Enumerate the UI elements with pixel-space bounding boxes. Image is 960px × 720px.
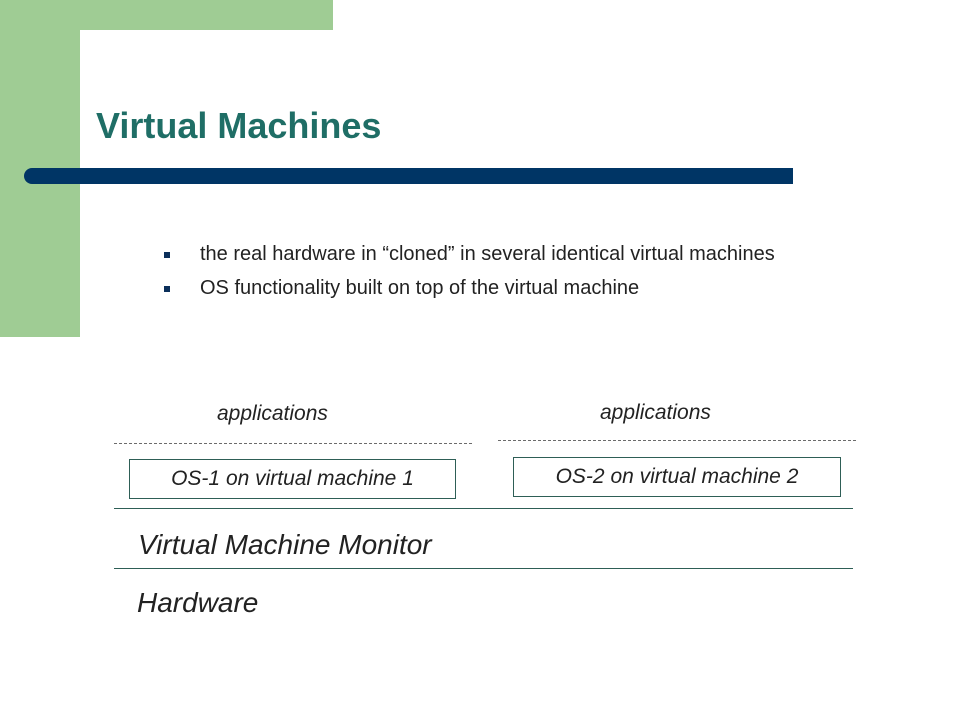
square-bullet-icon (164, 286, 170, 292)
hardware-label: Hardware (137, 587, 259, 618)
bullet-list: the real hardware in “cloned” in several… (160, 240, 880, 308)
vmm-label: Virtual Machine Monitor (138, 529, 432, 560)
bullet-item: OS functionality built on top of the vir… (160, 274, 880, 302)
bullet-text: OS functionality built on top of the vir… (200, 277, 640, 299)
content-corner (80, 30, 160, 110)
os1-box: OS-1 on virtual machine 1 (129, 459, 456, 499)
hardware-top-line (114, 568, 853, 569)
right-applications-label: applications (600, 401, 711, 424)
left-applications-label: applications (217, 402, 328, 425)
vmm-top-line (114, 508, 853, 509)
square-bullet-icon (164, 252, 170, 258)
slide-title: Virtual Machines (96, 105, 382, 146)
bullet-item: the real hardware in “cloned” in several… (160, 240, 880, 268)
os2-box: OS-2 on virtual machine 2 (513, 457, 841, 497)
title-underline-bar (24, 168, 793, 184)
bullet-text: the real hardware in “cloned” in several… (200, 243, 775, 265)
left-applications-divider (114, 443, 472, 444)
right-applications-divider (498, 440, 856, 441)
